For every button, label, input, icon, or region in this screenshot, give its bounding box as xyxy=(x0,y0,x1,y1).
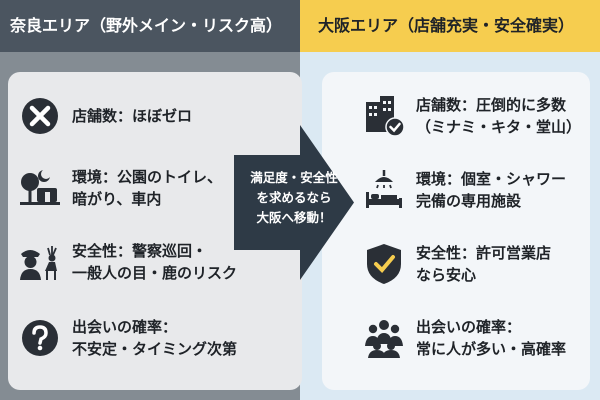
nara-item-safety: 安全性：警察巡回・ 一般人の目・鹿のリスク xyxy=(18,240,237,284)
question-circle-icon xyxy=(18,316,62,360)
osaka-item-safety: 安全性：許可営業店 なら安心 xyxy=(362,242,551,286)
nara-item-environment: 環境：公園のトイレ、 暗がり、車内 xyxy=(18,166,222,210)
cross-circle-icon xyxy=(18,94,62,138)
shower-bed-icon xyxy=(362,168,406,212)
park-night-icon xyxy=(18,166,62,210)
crowd-icon xyxy=(362,316,406,360)
nara-item-line: 安全性：警察巡回・ xyxy=(72,242,208,260)
nara-item-line: 暗がり、車内 xyxy=(72,190,162,208)
nara-item-line: 店舗数：ほぼゼロ xyxy=(72,107,193,125)
osaka-item-line: 店舗数：圧倒的に多数 xyxy=(416,96,567,114)
arrow-line: 大阪へ移動！ xyxy=(256,210,332,225)
arrow-line: を求めるなら xyxy=(256,190,332,205)
nara-item-line: 不安定・タイミング次第 xyxy=(72,340,238,358)
osaka-item-line: （ミナミ・キタ・堂山） xyxy=(416,118,582,136)
police-deer-icon xyxy=(18,240,62,284)
buildings-check-icon xyxy=(362,94,406,138)
nara-item-line: 一般人の目・鹿のリスク xyxy=(72,264,238,282)
osaka-item-encounter: 出会いの確率： 常に人が多い・高確率 xyxy=(362,316,566,360)
osaka-item-line: 常に人が多い・高確率 xyxy=(416,340,567,358)
osaka-item-environment: 環境：個室・シャワー 完備の専用施設 xyxy=(362,168,566,212)
nara-item-line: 出会いの確率： xyxy=(72,318,178,336)
arrow-message: 満足度・安全性 を求めるなら 大阪へ移動！ xyxy=(238,168,350,228)
osaka-item-line: なら安心 xyxy=(416,266,477,284)
nara-item-line: 環境：公園のトイレ、 xyxy=(72,168,223,186)
osaka-item-line: 完備の専用施設 xyxy=(416,192,522,210)
shield-check-icon xyxy=(362,242,406,286)
osaka-item-store-count: 店舗数：圧倒的に多数 （ミナミ・キタ・堂山） xyxy=(362,94,581,138)
osaka-item-line: 安全性：許可営業店 xyxy=(416,244,552,262)
nara-header: 奈良エリア（野外メイン・リスク高） xyxy=(0,0,300,52)
osaka-header: 大阪エリア（店舗充実・安全確実） xyxy=(300,0,600,52)
nara-item-encounter: 出会いの確率： 不安定・タイミング次第 xyxy=(18,316,237,360)
move-to-osaka-arrow xyxy=(234,125,354,280)
arrow-line: 満足度・安全性 xyxy=(250,170,338,185)
osaka-item-line: 環境：個室・シャワー xyxy=(416,170,567,188)
nara-item-store-count: 店舗数：ほぼゼロ xyxy=(18,94,192,138)
osaka-item-line: 出会いの確率： xyxy=(416,318,522,336)
